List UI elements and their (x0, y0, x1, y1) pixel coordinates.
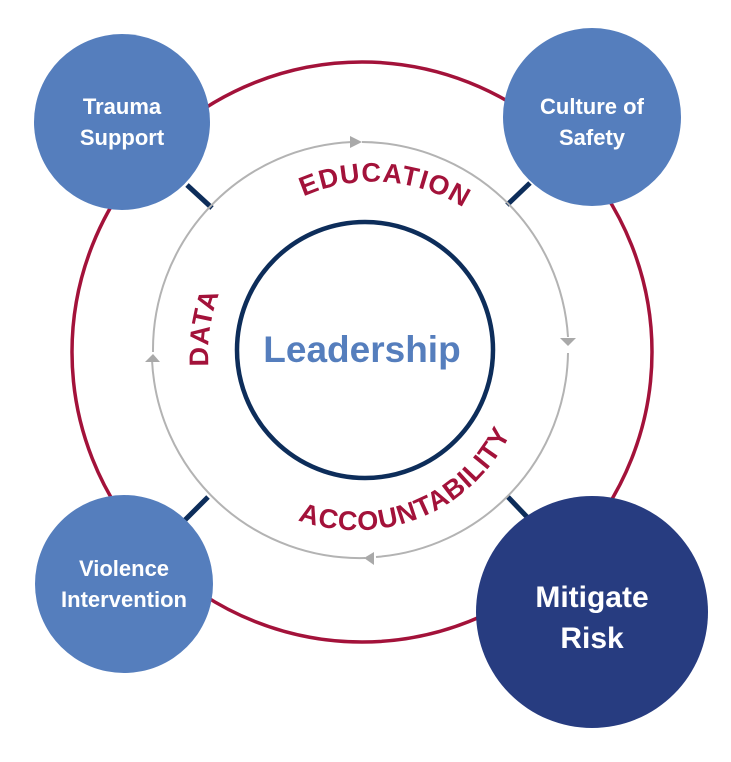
outer-ring (70, 60, 654, 644)
node-circle (476, 496, 708, 728)
node-label-line2: Safety (559, 125, 626, 150)
node-label-line2: Intervention (61, 587, 187, 612)
leadership-ring (234, 219, 496, 481)
connector-mitigate (506, 495, 530, 520)
node-trauma-support: Trauma Support (34, 34, 210, 210)
node-circle (503, 28, 681, 206)
arrow-right-icon (350, 136, 362, 148)
node-label-line1: Mitigate (535, 581, 648, 614)
node-label-line2: Risk (560, 622, 624, 655)
cycle-label-education: EDUCATION (295, 158, 476, 213)
arrow-left-icon (364, 552, 374, 565)
node-mitigate-risk: Mitigate Risk (476, 496, 708, 728)
node-violence-intervention: Violence Intervention (35, 495, 213, 673)
node-label-line1: Violence (79, 556, 169, 581)
center-label-leadership: Leadership (263, 329, 460, 370)
arrow-down-icon (560, 338, 576, 346)
node-label-line1: Culture of (540, 94, 645, 119)
node-circle (35, 495, 213, 673)
connector-trauma (185, 183, 214, 210)
cycle-ring (151, 141, 569, 560)
connector-violence (183, 495, 210, 522)
node-culture-of-safety: Culture of Safety (503, 28, 681, 206)
node-circle (34, 34, 210, 210)
node-label-line2: Support (80, 125, 165, 150)
arrow-up-icon (145, 354, 160, 362)
cycle-label-data: DATA (184, 285, 225, 366)
node-label-line1: Trauma (83, 94, 162, 119)
connector-culture (505, 181, 532, 207)
